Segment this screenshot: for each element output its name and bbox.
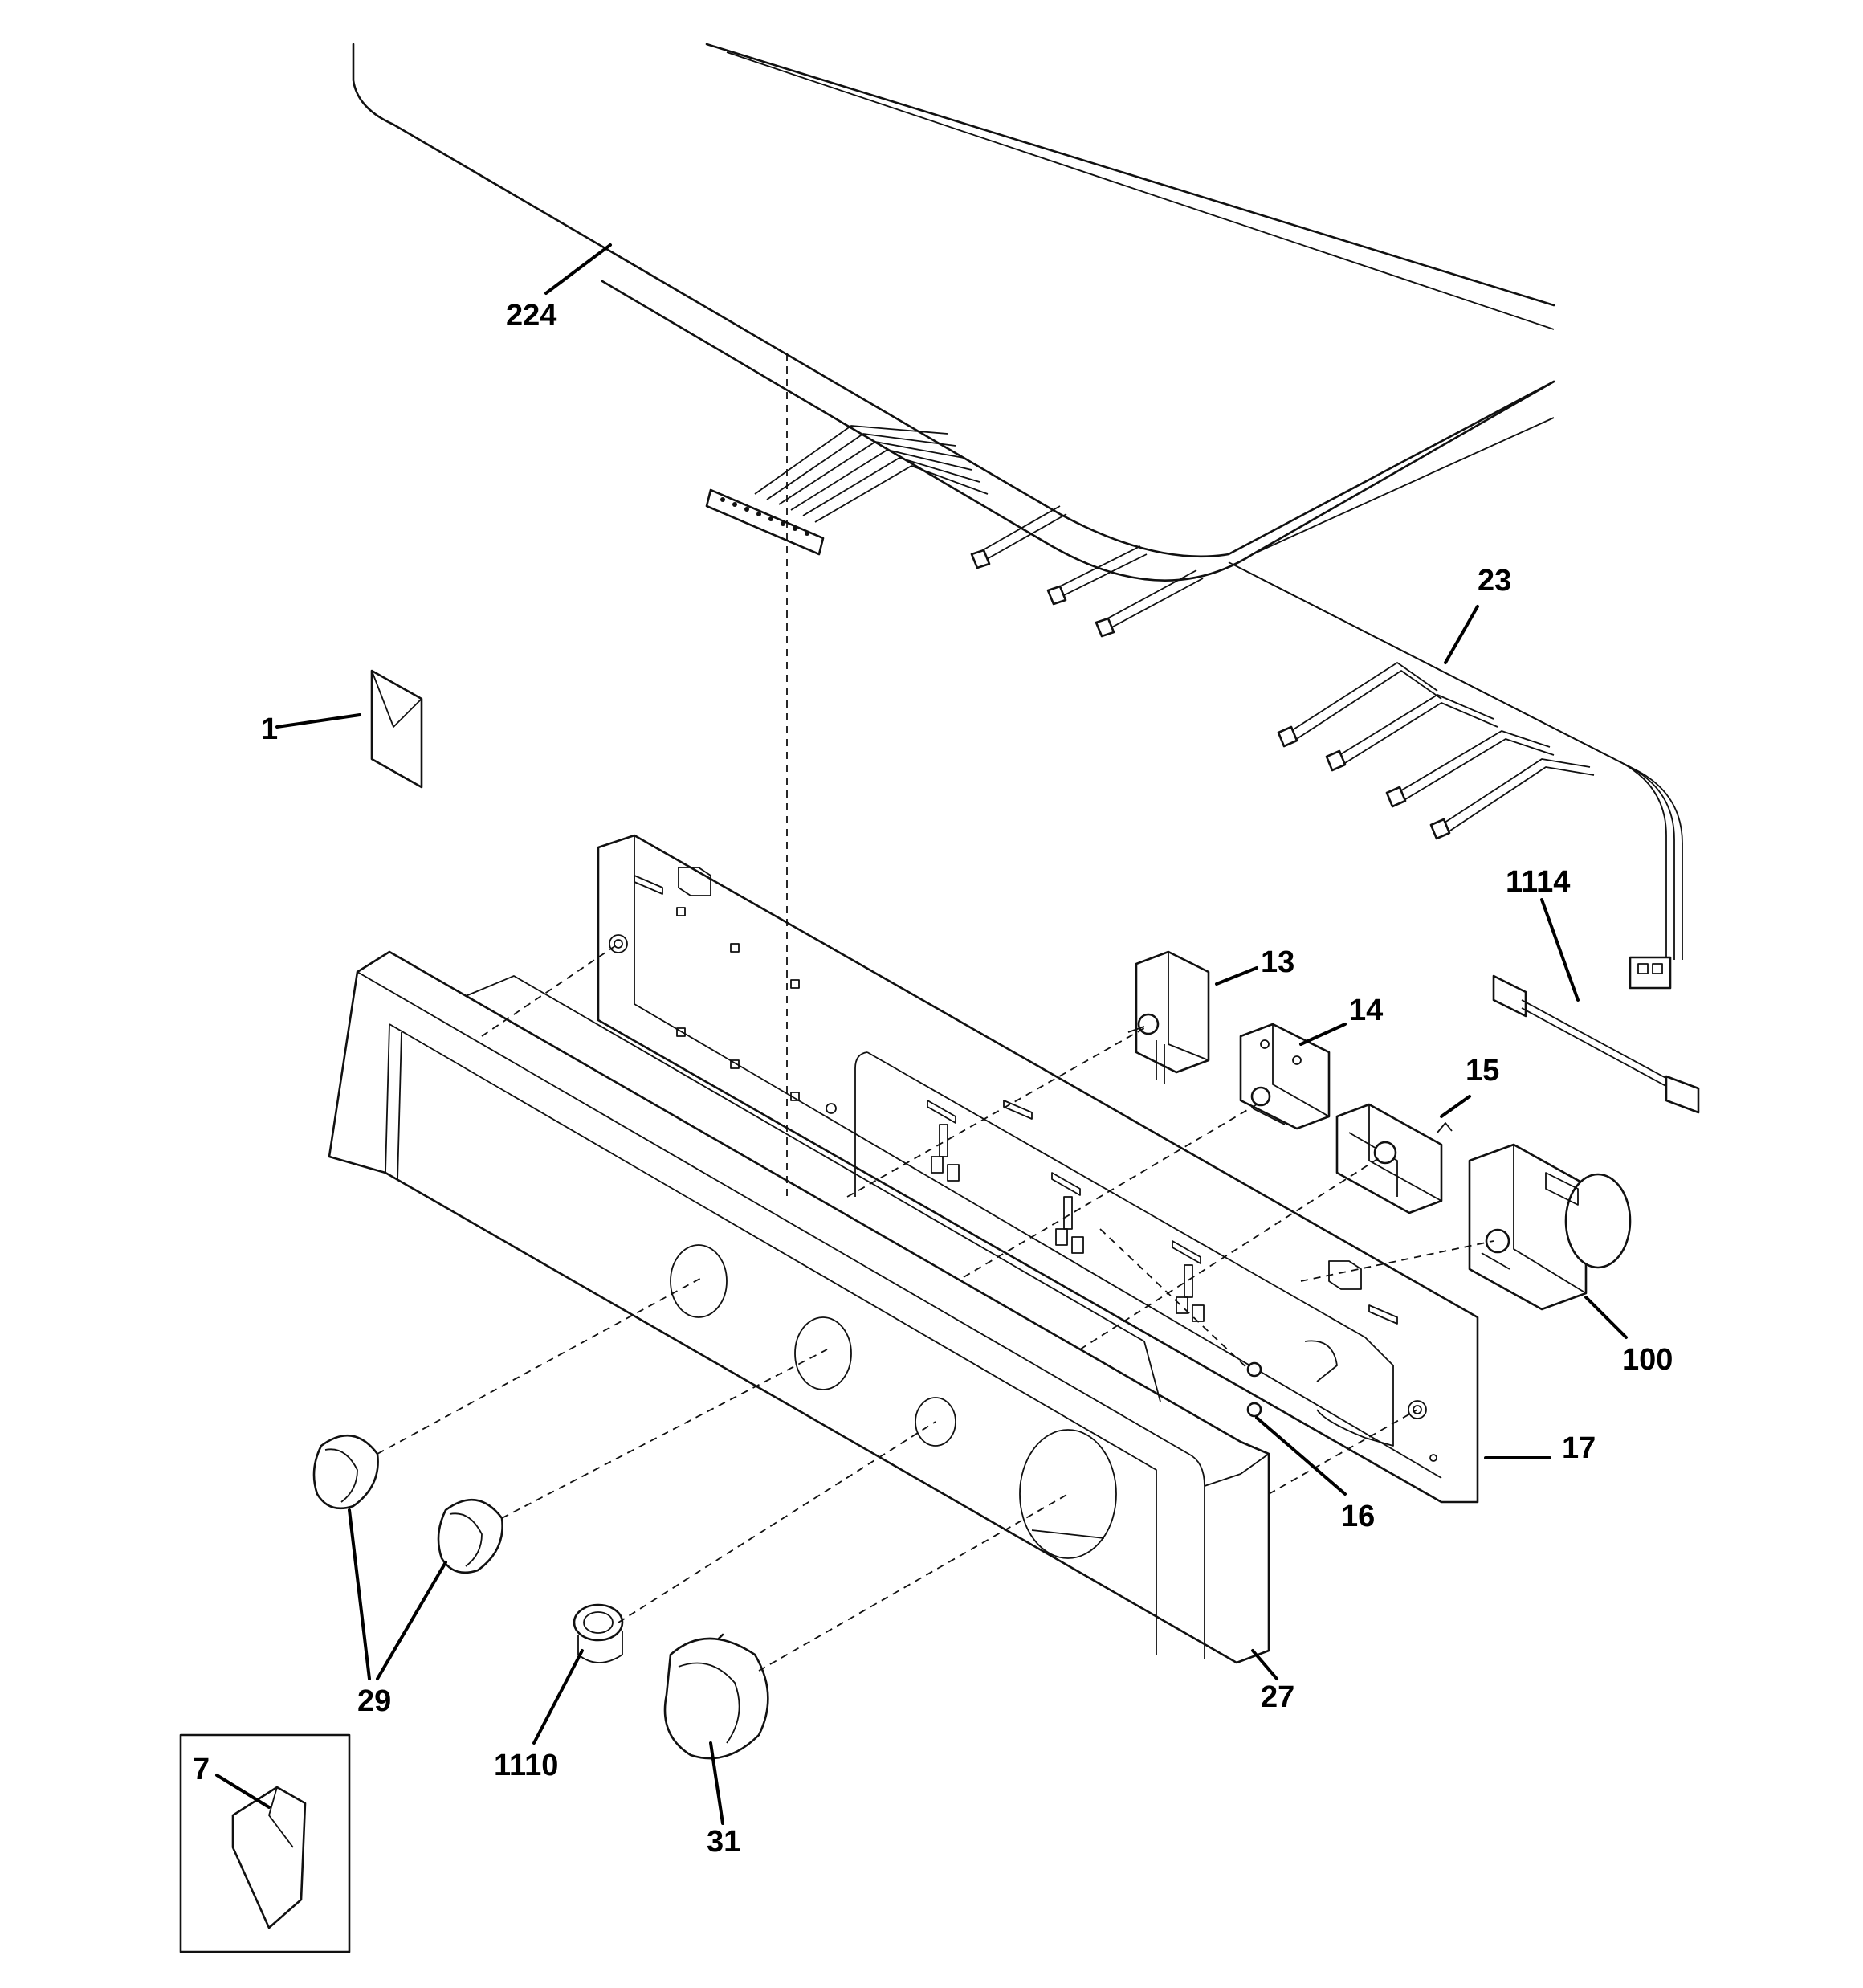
label-1114: 1114 xyxy=(1506,865,1570,899)
part-23-wire-harness xyxy=(1228,561,1683,990)
label-14: 14 xyxy=(1349,994,1383,1027)
part-224-top-panel xyxy=(352,43,1555,582)
label-23: 23 xyxy=(1478,564,1511,598)
label-31: 31 xyxy=(707,1825,740,1859)
label-16: 16 xyxy=(1341,1500,1375,1533)
part-13-switch xyxy=(1127,950,1210,1084)
part-15-switch xyxy=(1335,1103,1453,1214)
spade-terminals xyxy=(970,505,1204,638)
label-1: 1 xyxy=(261,712,278,746)
label-1110: 1110 xyxy=(494,1749,558,1782)
part-14-switch xyxy=(1239,1023,1331,1130)
callout-labels: 224 23 1 1114 13 14 15 100 17 16 27 29 1… xyxy=(193,299,1673,1859)
part-16-screws xyxy=(1246,1361,1262,1418)
wire-harness-connector xyxy=(705,425,989,556)
part-100-timer xyxy=(1468,1143,1632,1311)
part-1110-bushing xyxy=(573,1603,624,1663)
part-1114-jumper xyxy=(1492,974,1700,1114)
part-7-clip-inset xyxy=(179,1733,351,1953)
label-13: 13 xyxy=(1261,945,1294,979)
part-29-knobs xyxy=(312,1434,503,1574)
leader-lines xyxy=(215,243,1628,1825)
alignment-lines xyxy=(377,353,1494,1672)
label-224: 224 xyxy=(506,299,556,333)
part-31-timer-knob xyxy=(663,1633,769,1760)
label-100: 100 xyxy=(1622,1343,1673,1377)
part-17-backplate xyxy=(597,834,1479,1504)
label-15: 15 xyxy=(1466,1054,1499,1088)
label-7: 7 xyxy=(193,1753,210,1786)
part-27-front-console xyxy=(328,950,1270,1664)
label-29: 29 xyxy=(357,1684,391,1718)
label-17: 17 xyxy=(1562,1431,1596,1465)
part-1-envelope xyxy=(370,669,423,789)
label-27: 27 xyxy=(1261,1680,1294,1714)
